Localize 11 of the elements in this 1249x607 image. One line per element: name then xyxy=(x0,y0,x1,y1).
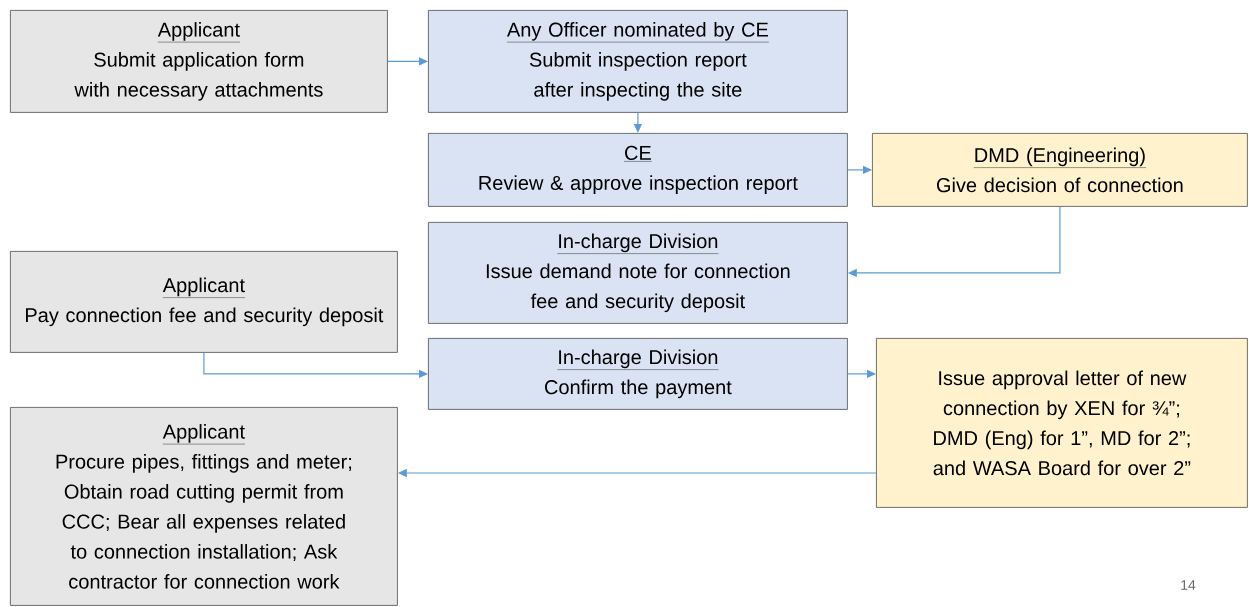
process-box: In-charge Division Confirm the payment xyxy=(428,338,848,410)
process-box: CE Review & approve inspection report xyxy=(428,133,848,207)
process-box: Applicant Pay connection fee and security deposit xyxy=(10,251,398,353)
process-box: Issue approval letter of new connection by XEN for ¾”; DMD (Eng) for 1”, MD for 2”; and WASA Board for over 2” xyxy=(876,338,1248,508)
process-box: DMD (Engineering) Give decision of connection xyxy=(872,133,1248,207)
process-box: Applicant Submit application form with necessary attachments xyxy=(10,10,388,113)
arrow xyxy=(387,57,428,66)
process-box: Applicant Procure pipes, fittings and meter; Obtain road cutting permit from CCC; Bear all expenses related to connection installation; Ask contractor for connection work xyxy=(10,407,398,606)
process-box: In-charge Division Issue demand note for connection fee and security deposit xyxy=(428,222,848,324)
page-number: 14 xyxy=(1181,580,1196,590)
process-box: Any Officer nominated by CE Submit inspection report after inspecting the site xyxy=(428,10,848,113)
